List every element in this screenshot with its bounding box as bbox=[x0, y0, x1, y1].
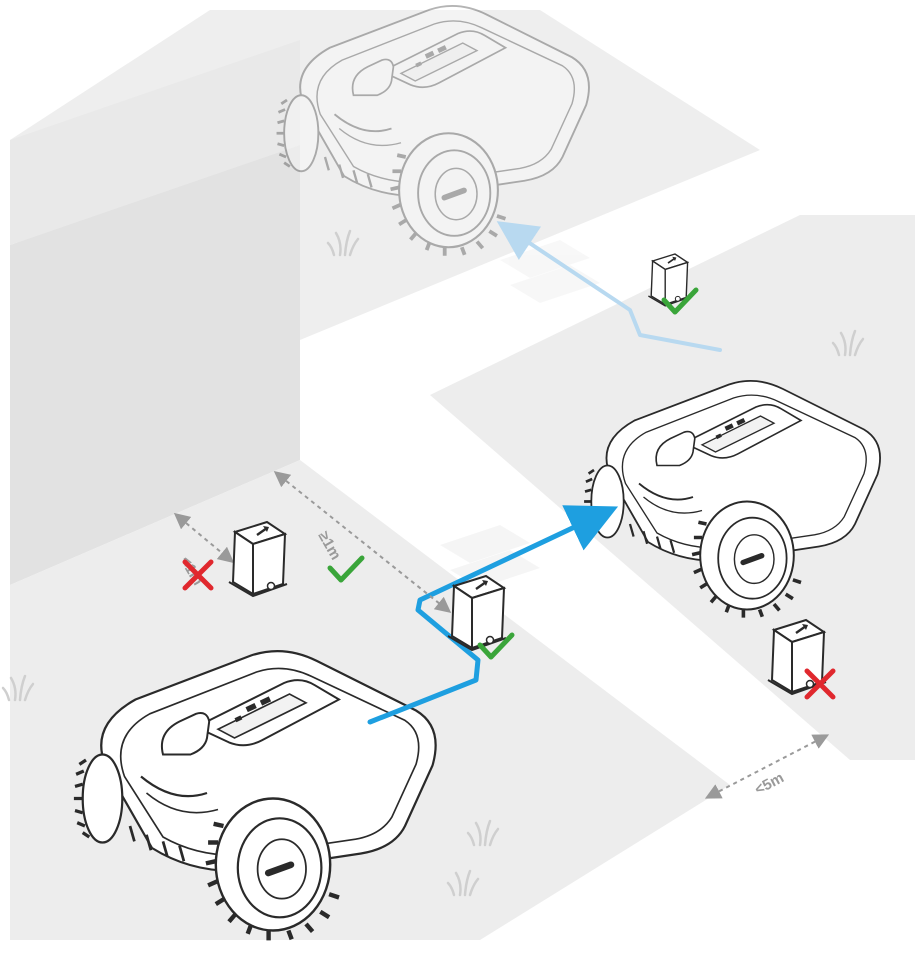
station-wall-far bbox=[448, 576, 506, 650]
station-upper-ramp bbox=[648, 254, 689, 306]
station-wall-near bbox=[229, 522, 287, 596]
distance-label-less-5m: <5m bbox=[752, 769, 787, 798]
